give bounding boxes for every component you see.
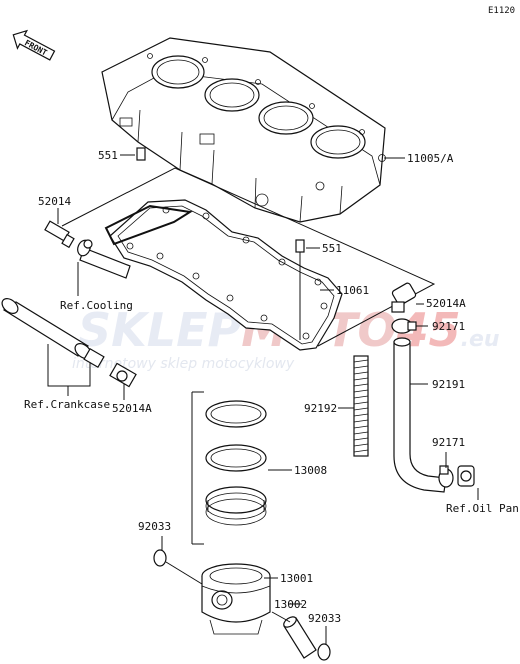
callout-92171-bottom: 92171: [432, 436, 465, 449]
fitting-52014: [44, 220, 75, 249]
callout-92033-left: 92033: [138, 520, 171, 533]
callout-13002: 13002: [274, 598, 307, 611]
gasket-overlay-dark: [104, 204, 193, 246]
oil-pan-fitting: [457, 465, 475, 487]
diagram-code: E1120: [488, 6, 515, 16]
watermark-tld: .eu: [461, 327, 500, 352]
dowel-pin-mid: [295, 239, 305, 253]
dowel-pin-top: [136, 147, 146, 161]
callout-13001: 13001: [280, 572, 313, 585]
circlip-92033-left: [153, 549, 167, 567]
callout-92171-top: 92171: [432, 320, 465, 333]
stud-bolt-92192: [353, 355, 369, 457]
callout-11005a: 11005/A: [407, 152, 454, 165]
front-arrow-icon: FRONT: [12, 29, 56, 61]
gasket-bracket: [61, 167, 436, 347]
clamp-92171-top: [391, 318, 417, 334]
cylinder-block: [101, 37, 386, 223]
cylinder-base-gasket: [109, 199, 343, 351]
callout-13008: 13008: [294, 464, 327, 477]
callout-92192: 92192: [304, 402, 337, 415]
cooling-hose: [77, 239, 131, 279]
callout-551-top: 551: [98, 149, 118, 162]
callout-52014a-right: 52014A: [426, 297, 466, 310]
clamp-92171-bottom: [438, 465, 454, 488]
fitting-52014a-right: [391, 282, 417, 313]
ref-oil-pan: Ref.Oil Pan: [446, 502, 519, 515]
watermark-brand-a: SKLEP: [78, 303, 242, 357]
piston-13001: [201, 563, 271, 635]
crankcase-hose: [1, 298, 105, 369]
circlip-92033-right: [317, 643, 331, 661]
oil-hose-92191: [393, 337, 447, 493]
callout-11061: 11061: [336, 284, 369, 297]
ref-cooling: Ref.Cooling: [60, 299, 133, 312]
ref-crankcase: Ref.Crankcase: [24, 398, 110, 411]
fitting-52014a-left: [109, 362, 137, 388]
callout-92033-right: 92033: [308, 612, 341, 625]
watermark-tagline: internetowy sklep motocyklowy: [72, 356, 295, 372]
piston-rings-13008: [205, 400, 267, 526]
callout-52014a-left: 52014A: [112, 402, 152, 415]
callout-52014: 52014: [38, 195, 71, 208]
callout-551-mid: 551: [322, 242, 342, 255]
ring-set-bracket: [191, 391, 204, 545]
callout-92191: 92191: [432, 378, 465, 391]
